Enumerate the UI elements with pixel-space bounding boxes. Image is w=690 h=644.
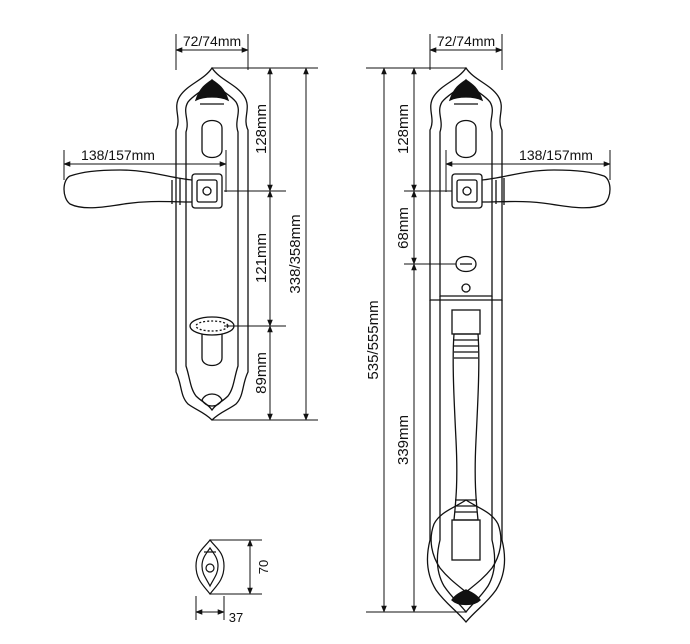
right-handle-length-label: 138/157mm [519, 147, 593, 163]
left-handle-length-label: 138/157mm [81, 147, 155, 163]
left-total-height-label: 338/358mm [287, 214, 304, 293]
right-upper-spacing-label: 128mm [395, 104, 412, 154]
left-lever-handle [63, 169, 193, 209]
small-rosette [195, 539, 225, 595]
left-dimensions: 72/74mm 138/157mm 128mm 121mm 89mm 338/3… [63, 33, 318, 421]
rosette-height-label: 70 [256, 560, 271, 574]
right-handle-set [426, 66, 611, 624]
left-crown-ornament [194, 79, 230, 102]
right-thumbturn-spacing-label: 68mm [395, 207, 412, 249]
right-backplate [429, 66, 503, 301]
right-grip-length-label: 339mm [395, 415, 412, 465]
right-lever-handle [481, 169, 611, 209]
right-plate-width-label: 72/74mm [437, 33, 495, 49]
right-dimensions: 72/74mm 138/157mm 535/555mm 128mm 68mm 3… [365, 33, 611, 613]
left-upper-spacing-label: 128mm [253, 104, 270, 154]
left-plate-width-label: 72/74mm [183, 33, 241, 49]
left-middle-spacing-label: 121mm [253, 233, 270, 283]
right-pull-grip-top [451, 309, 481, 335]
left-lever-rose [191, 173, 223, 209]
left-lower-spacing-label: 89mm [253, 352, 270, 394]
right-bottom-escutcheon [430, 499, 502, 593]
rosette-width-label: 37 [229, 610, 243, 625]
right-thumbturn [455, 255, 477, 273]
right-total-height-label: 535/555mm [365, 300, 382, 379]
right-pull-grip [452, 333, 480, 521]
left-lever-set [63, 66, 249, 421]
rosette-dimensions: 70 37 [195, 539, 271, 625]
